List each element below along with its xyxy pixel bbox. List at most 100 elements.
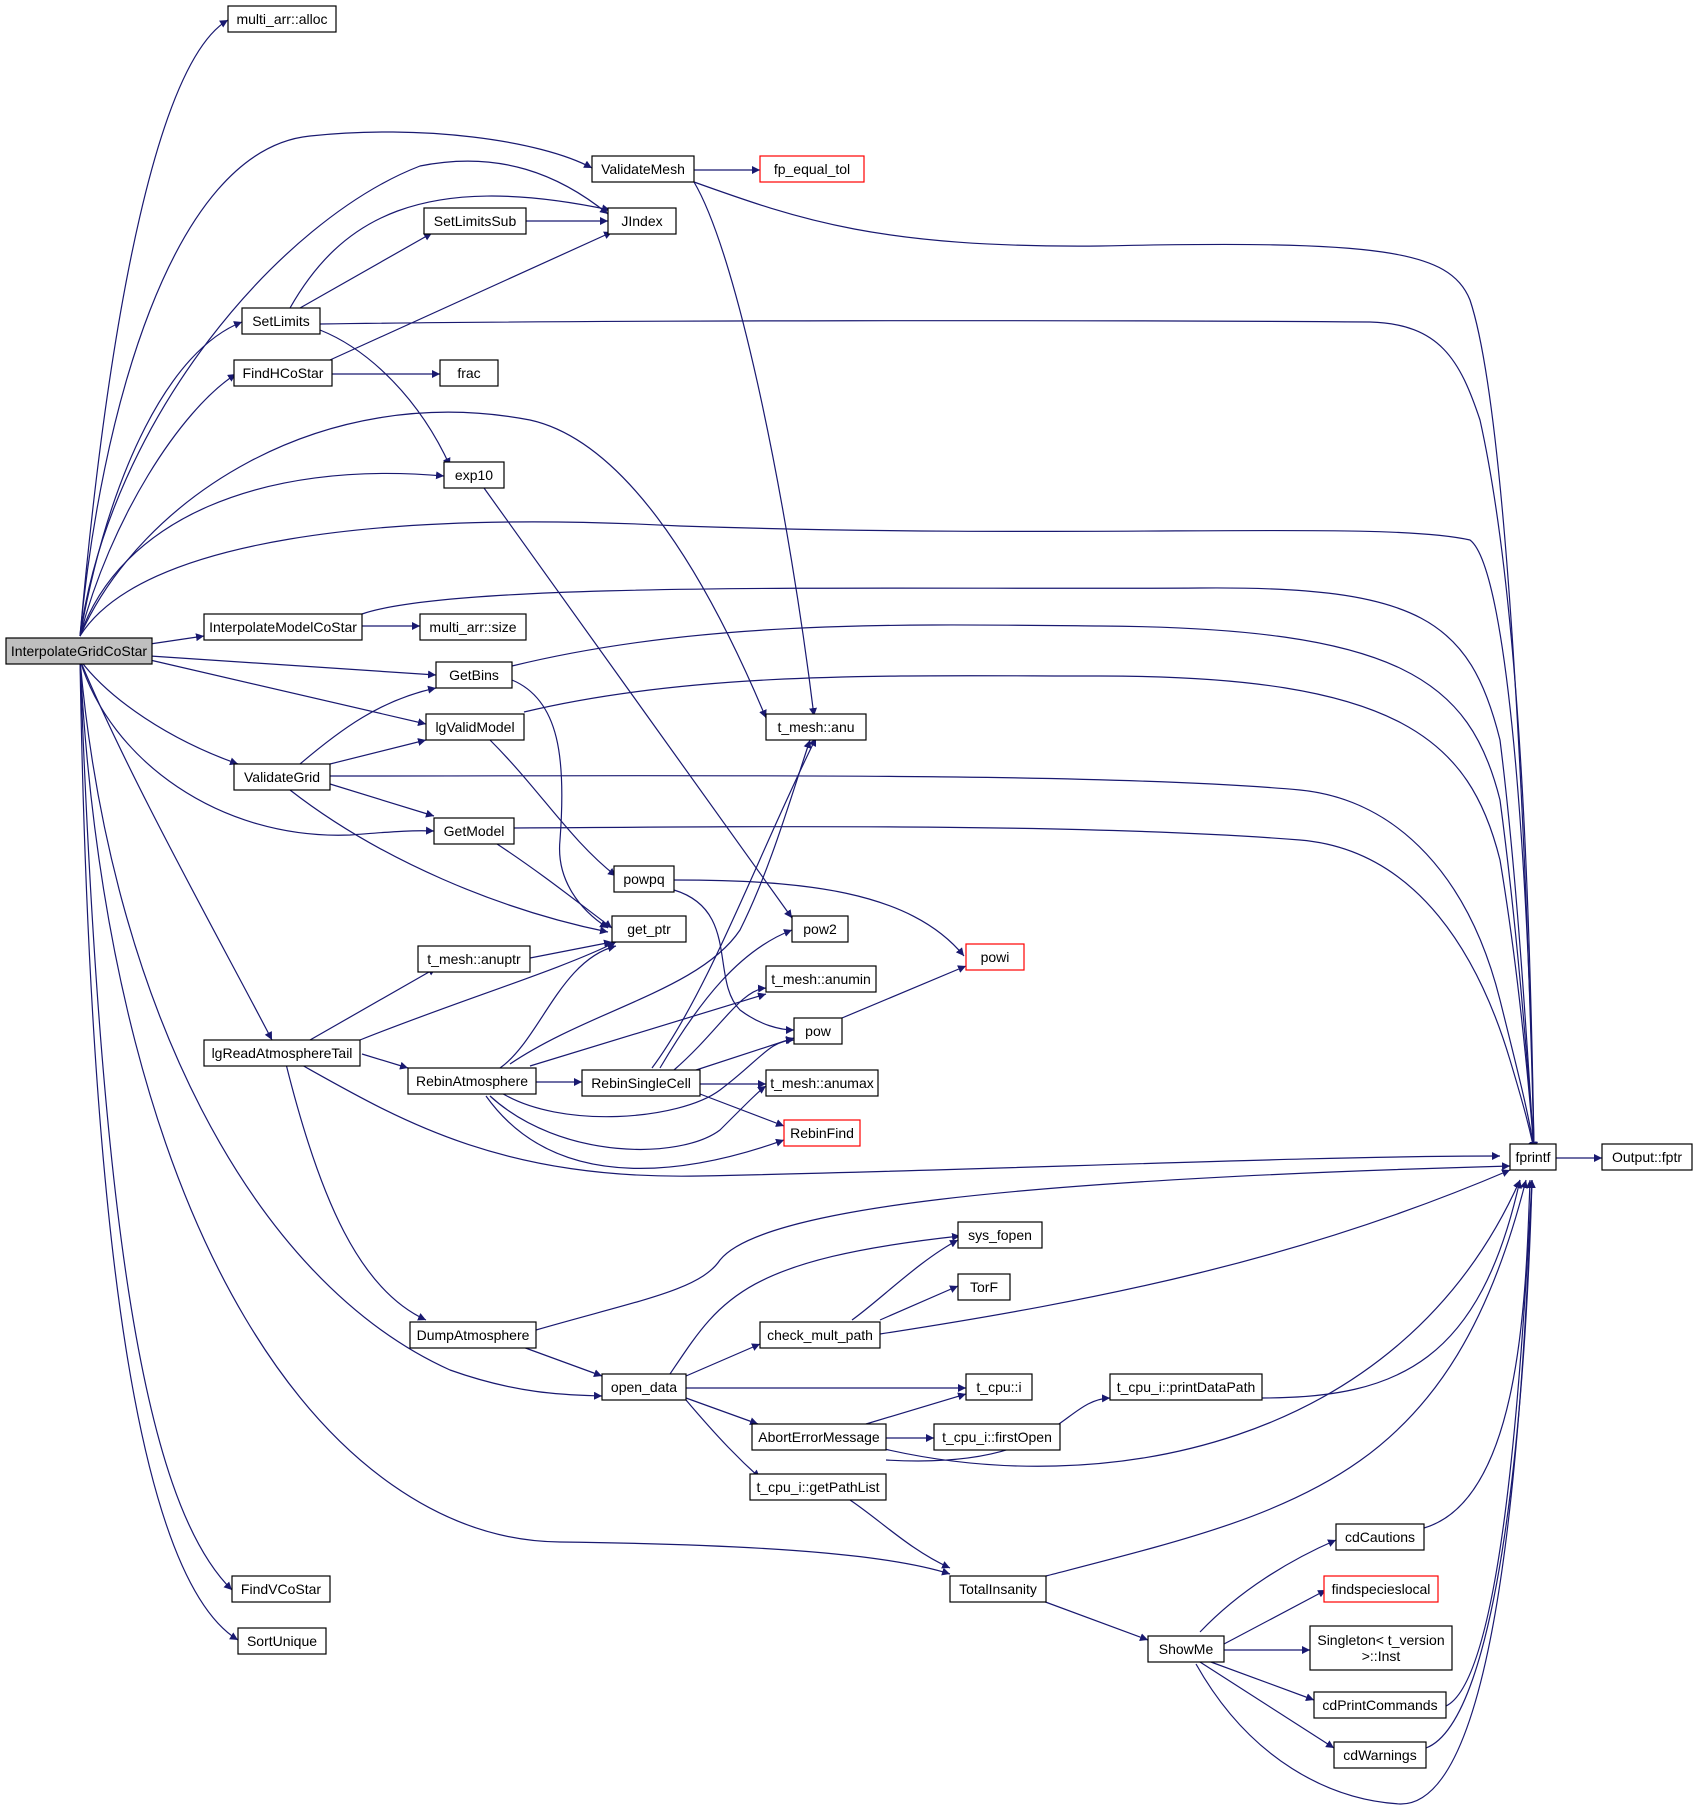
node-rebinsinglecell[interactable]: RebinSingleCell [581, 1069, 701, 1097]
node-label: TotalInsanity [959, 1581, 1037, 1597]
node-lgreadatmospheretail[interactable]: lgReadAtmosphereTail [203, 1039, 361, 1067]
node-cdwarnings[interactable]: cdWarnings [1333, 1741, 1427, 1769]
edge-lgread-rebinatm [361, 1053, 409, 1070]
node-box [237, 1627, 327, 1655]
edge-getmodel-fprintf [513, 826, 1537, 1151]
node-powpq[interactable]: powpq [613, 865, 675, 893]
edge-rebinsingle-pow [689, 1036, 795, 1073]
edge-findhcostar-jindex [329, 231, 613, 361]
node-torf[interactable]: TorF [957, 1273, 1011, 1301]
node-label: open_data [611, 1379, 677, 1395]
node-showme[interactable]: ShowMe [1147, 1635, 1225, 1663]
node-t-mesh-anumax[interactable]: t_mesh::anumax [765, 1069, 879, 1097]
node-box [419, 613, 527, 641]
node-get-ptr[interactable]: get_ptr [611, 915, 687, 943]
edge-getbins-fprintf [511, 624, 1538, 1151]
edge-opendata-abort [685, 1397, 759, 1426]
node-findspecieslocal[interactable]: findspecieslocal [1323, 1575, 1439, 1603]
node-validatemesh[interactable]: ValidateMesh [591, 155, 695, 183]
node-label: fp_equal_tol [774, 161, 850, 177]
node-box [1335, 1523, 1425, 1551]
node-output-fptr[interactable]: Output::fptr [1601, 1143, 1693, 1171]
node-t-mesh-anuptr[interactable]: t_mesh::anuptr [417, 945, 531, 973]
node-rebinfind[interactable]: RebinFind [783, 1119, 861, 1147]
node-multi-arr-size[interactable]: multi_arr::size [419, 613, 527, 641]
node-label: JIndex [621, 213, 662, 229]
node-validategrid[interactable]: ValidateGrid [233, 763, 331, 791]
node-setlimitssub[interactable]: SetLimitsSub [423, 207, 527, 235]
node-dumpatmosphere[interactable]: DumpAtmosphere [409, 1321, 537, 1349]
node-label: cdPrintCommands [1322, 1697, 1437, 1713]
node-totalinsanity[interactable]: TotalInsanity [949, 1575, 1047, 1603]
node-box [1333, 1741, 1427, 1769]
edge-root-validategrid [79, 659, 239, 766]
edge-rebinatm-anu [509, 739, 812, 1065]
node-lgvalidmodel[interactable]: lgValidModel [425, 713, 525, 741]
node-open-data[interactable]: open_data [601, 1373, 687, 1401]
edge-getpathlist-totalinsanity [849, 1499, 951, 1569]
node-t-cpu-i[interactable]: t_cpu::i [965, 1373, 1033, 1401]
node-box [443, 461, 505, 489]
node-box [423, 207, 527, 235]
node-multi-arr-alloc[interactable]: multi_arr::alloc [227, 5, 337, 33]
edge-setlimits-jindex [289, 195, 611, 309]
node-box [231, 1575, 331, 1603]
node-sys-fopen[interactable]: sys_fopen [957, 1221, 1043, 1249]
edge-root-getmodel [79, 659, 435, 836]
node-sortunique[interactable]: SortUnique [237, 1627, 327, 1655]
node-label: DumpAtmosphere [417, 1327, 530, 1343]
node-t-cpu-i-printdatapath[interactable]: t_cpu_i::printDataPath [1109, 1373, 1263, 1401]
node-fprintf[interactable]: fprintf [1509, 1143, 1557, 1171]
node-setlimits[interactable]: SetLimits [241, 307, 321, 335]
edge-showme-cdwarnings [1199, 1661, 1335, 1749]
edge-lgread-anuptr [309, 967, 437, 1041]
edge-opendata-getpathlist [685, 1399, 761, 1479]
node-box [203, 1039, 361, 1067]
edge-root-lgvalidmodel [149, 659, 427, 727]
node-fp-equal-tol[interactable]: fp_equal_tol [759, 155, 865, 183]
node-cdcautions[interactable]: cdCautions [1335, 1523, 1425, 1551]
edge-anuptr-getptr [529, 939, 613, 959]
edge-rebinatm-anumax [489, 1085, 767, 1151]
edge-setlimits-setlimitssub [299, 232, 433, 309]
node-box [417, 945, 531, 973]
node-powi[interactable]: powi [965, 943, 1025, 971]
node-jindex[interactable]: JIndex [607, 207, 677, 235]
node-singleton-t-version-inst[interactable]: Singleton< t_version>::Inst [1309, 1625, 1453, 1671]
node-getmodel[interactable]: GetModel [433, 817, 515, 845]
call-edges [79, 19, 1602, 1805]
node-getbins[interactable]: GetBins [435, 661, 513, 689]
node-t-cpu-i-firstopen[interactable]: t_cpu_i::firstOpen [933, 1423, 1061, 1451]
node-label: multi_arr::size [429, 619, 516, 635]
node-frac[interactable]: frac [439, 359, 499, 387]
node-box [435, 661, 513, 689]
node-label: t_mesh::anuptr [427, 951, 521, 967]
node-aborterrormessage[interactable]: AbortErrorMessage [751, 1423, 887, 1451]
node-findvcostar[interactable]: FindVCoStar [231, 1575, 331, 1603]
node-check-mult-path[interactable]: check_mult_path [759, 1321, 881, 1349]
node-exp10[interactable]: exp10 [443, 461, 505, 489]
node-cdprintcommands[interactable]: cdPrintCommands [1313, 1691, 1447, 1719]
node-t-mesh-anumin[interactable]: t_mesh::anumin [765, 965, 877, 993]
node-box [1309, 1625, 1453, 1671]
node-pow2[interactable]: pow2 [791, 915, 849, 943]
edge-lgread-fprintf [299, 1063, 1501, 1177]
edge-lgvalidmodel-powpq [489, 739, 617, 877]
edge-root-jindex [79, 160, 609, 637]
node-interpolategridcostar[interactable]: InterpolateGridCoStar [5, 637, 153, 665]
node-t-cpu-i-getpathlist[interactable]: t_cpu_i::getPathList [749, 1473, 887, 1501]
edge-showme-findspecies [1223, 1589, 1327, 1645]
node-rebinatmosphere[interactable]: RebinAtmosphere [407, 1067, 537, 1095]
node-box [759, 1321, 881, 1349]
node-interpolatemodelcostar[interactable]: InterpolateModelCoStar [203, 613, 363, 641]
node-box [425, 713, 525, 741]
node-label: powi [981, 949, 1010, 965]
edge-root-interpolatemodel [149, 633, 205, 645]
node-label: t_mesh::anu [777, 719, 854, 735]
node-label: SetLimits [252, 313, 310, 329]
node-pow[interactable]: pow [793, 1017, 843, 1045]
node-findhcostar[interactable]: FindHCoStar [233, 359, 333, 387]
node-label: findspecieslocal [1332, 1581, 1431, 1597]
edge-pow-powi [841, 965, 967, 1019]
node-t-mesh-anu[interactable]: t_mesh::anu [765, 713, 867, 741]
